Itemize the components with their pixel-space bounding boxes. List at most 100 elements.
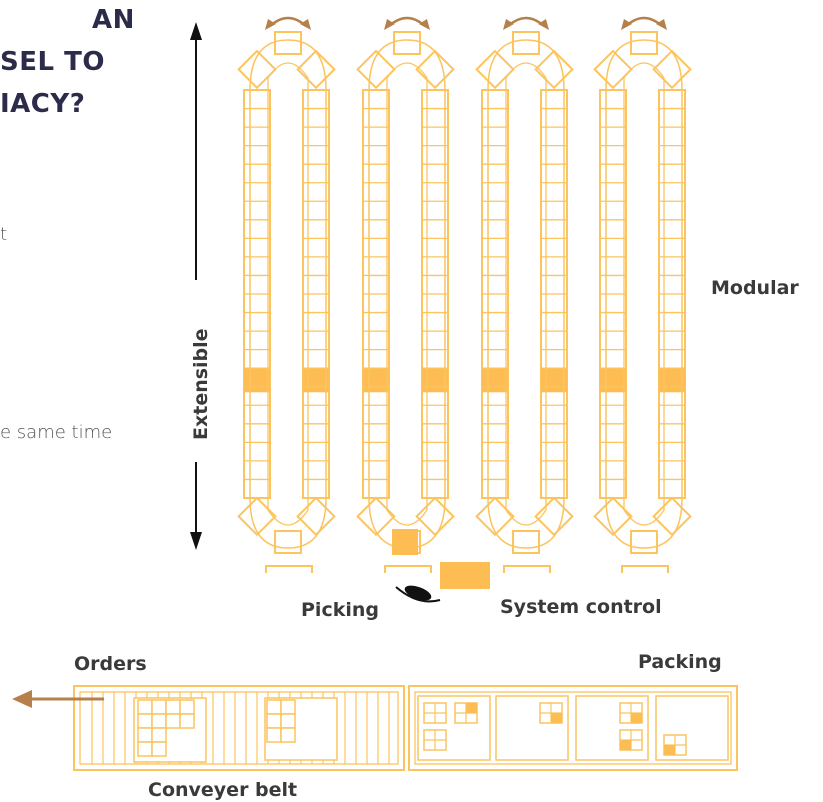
bottom-left-diamond xyxy=(356,496,396,537)
rotation-arc xyxy=(269,16,307,27)
order-cell xyxy=(280,727,296,743)
rotation-arrow-icon xyxy=(621,16,667,30)
pickup-rail xyxy=(621,565,669,573)
top-right-diamond xyxy=(534,49,574,90)
label-packing: Packing xyxy=(638,651,722,673)
top-right-diamond xyxy=(415,49,455,90)
carousel-1 xyxy=(237,31,336,554)
top-left-diamond xyxy=(475,49,515,90)
order-grid-1 xyxy=(137,699,195,729)
carousel-track xyxy=(605,39,683,549)
order-cell xyxy=(179,713,195,729)
package-e xyxy=(619,702,643,724)
order-cell xyxy=(280,713,296,729)
packing-station-2 xyxy=(495,695,569,761)
package-filled-cell xyxy=(631,713,642,723)
bottom-left-diamond xyxy=(593,496,633,537)
body-fragment-2: e same time xyxy=(0,422,112,443)
packing-station-1 xyxy=(417,695,491,761)
output-arrow-icon xyxy=(12,690,104,708)
label-picking: Picking xyxy=(301,599,379,621)
package-filled-cell xyxy=(466,703,477,713)
carousel-track xyxy=(249,39,327,549)
rotation-arrow-right xyxy=(419,19,430,30)
rotation-arrow-right xyxy=(300,19,311,30)
rotation-arrow-icon xyxy=(503,16,549,30)
top-cap xyxy=(630,31,658,55)
label-orders: Orders xyxy=(74,653,147,675)
headline-line-2: SEL TO xyxy=(0,47,105,77)
shelf-highlight xyxy=(482,368,508,393)
package-a xyxy=(423,702,447,724)
order-cell xyxy=(137,713,153,729)
shelf-highlight xyxy=(363,368,389,393)
shelf-column-left xyxy=(362,89,390,499)
system-control-box xyxy=(440,562,490,589)
top-right-diamond xyxy=(296,49,336,90)
order-cell xyxy=(266,699,282,715)
package-b xyxy=(454,702,478,724)
rotation-arc xyxy=(388,16,426,27)
order-cell xyxy=(266,727,282,743)
rotation-arrow-left xyxy=(384,19,395,30)
shelf-highlight xyxy=(659,368,685,393)
rotation-arc xyxy=(625,16,663,27)
shelf-highlight xyxy=(541,368,567,393)
shelf-highlight xyxy=(600,368,626,393)
bottom-cap xyxy=(274,530,302,554)
order-cell xyxy=(280,699,296,715)
order-cell xyxy=(266,713,282,729)
bottom-left-diamond xyxy=(475,496,515,537)
body-fragment-1: t xyxy=(0,224,7,245)
rotation-arrow-icon xyxy=(265,16,311,30)
rotation-arrow-right xyxy=(538,19,549,30)
carousel-track xyxy=(368,39,446,549)
shelf-column-right xyxy=(302,89,330,499)
order-cell xyxy=(137,741,153,757)
order-cell xyxy=(151,699,167,715)
packing-station-3 xyxy=(575,695,649,761)
label-conveyor-belt: Conveyer belt xyxy=(148,779,297,801)
carousel-inner-track xyxy=(386,62,428,526)
picking-bin xyxy=(392,529,418,555)
package-c xyxy=(423,729,447,751)
pickup-rail xyxy=(503,565,551,573)
order-grid-1b xyxy=(137,727,167,757)
package-filled-cell xyxy=(620,740,631,750)
label-system-control: System control xyxy=(500,596,662,618)
packing-station-4 xyxy=(655,695,729,761)
operator-icon xyxy=(395,585,441,603)
carousel-inner-track xyxy=(505,62,547,526)
rotation-arrow-left xyxy=(503,19,514,30)
order-cell xyxy=(165,713,181,729)
bottom-cap xyxy=(630,530,658,554)
bottom-left-diamond xyxy=(237,496,277,537)
carousel-units xyxy=(237,31,692,554)
bottom-cap xyxy=(512,530,540,554)
rotation-arrow-right xyxy=(656,19,667,30)
shelf-highlight xyxy=(422,368,448,393)
order-cell xyxy=(165,699,181,715)
top-left-diamond xyxy=(593,49,633,90)
top-left-diamond xyxy=(356,49,396,90)
package-d xyxy=(539,702,563,724)
carousel-4 xyxy=(593,31,692,554)
rotation-arrow-left xyxy=(265,19,276,30)
pickup-rail xyxy=(265,565,313,573)
order-cell xyxy=(137,727,153,743)
package-filled-cell xyxy=(664,745,675,755)
carousel-2 xyxy=(356,31,455,554)
headline-line-3: IACY? xyxy=(0,89,85,119)
top-left-diamond xyxy=(237,49,277,90)
order-grid-2 xyxy=(266,699,296,743)
top-cap xyxy=(393,31,421,55)
shelf-column-right xyxy=(421,89,449,499)
arrow-up-icon xyxy=(190,22,202,40)
shelf-column-left xyxy=(481,89,509,499)
headline-line-1: AN xyxy=(92,5,135,35)
shelf-column-right xyxy=(658,89,686,499)
order-cell xyxy=(151,741,167,757)
shelf-column-left xyxy=(243,89,271,499)
pickup-rails xyxy=(265,565,669,573)
package-g xyxy=(663,734,687,756)
